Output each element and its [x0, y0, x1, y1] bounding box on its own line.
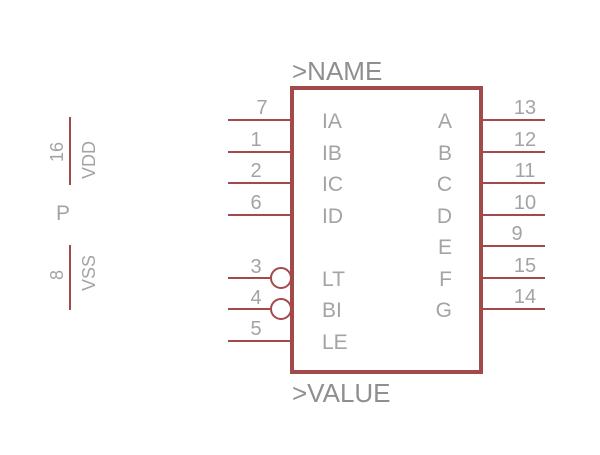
pin-number: 13 [514, 97, 536, 119]
vdd-pin-number: 16 [47, 142, 67, 162]
inversion-bubble [270, 267, 292, 289]
pin-left-7: 5 LE [228, 318, 348, 354]
vdd-pin-name: VDD [79, 141, 99, 179]
pin-left-1: 7 IA [228, 97, 342, 133]
pin-number: 9 [511, 223, 522, 245]
pin-right-1: 13 A [438, 97, 545, 133]
pin-name: IA [322, 110, 342, 133]
pin-number: 14 [514, 286, 536, 308]
pin-name: D [437, 205, 452, 228]
pin-name: BI [322, 299, 342, 322]
pin-right-3: 11 C [437, 160, 545, 196]
pin-name: E [438, 236, 452, 259]
pin-number: 1 [250, 129, 261, 151]
pin-left-4: 6 ID [228, 192, 343, 228]
power-gate-label: P [56, 202, 70, 225]
pin-number: 10 [514, 192, 536, 214]
pin-right-4: 10 D [437, 192, 545, 228]
vss-pin-number: 8 [47, 270, 67, 280]
pin-right-6: 15 F [439, 255, 545, 291]
pin-number: 15 [514, 255, 536, 277]
pin-name: B [438, 142, 452, 165]
pin-number: 12 [514, 129, 536, 151]
power-gate: P 16 VDD 8 VSS [47, 117, 99, 310]
pin-number: 6 [250, 192, 261, 214]
pin-name: C [437, 173, 452, 196]
pin-name: IB [322, 142, 342, 165]
pin-number: 4 [250, 287, 261, 309]
vss-pin-name: VSS [79, 255, 99, 291]
pin-right-7: 14 G [436, 286, 545, 322]
pin-name: F [439, 268, 452, 291]
inversion-bubble [270, 298, 292, 320]
pin-left-2: 1 IB [228, 129, 342, 165]
pin-name: A [438, 110, 452, 133]
pin-number: 7 [256, 97, 267, 119]
pin-left-3: 2 IC [228, 160, 343, 196]
pin-number: 5 [250, 318, 261, 340]
component-body [290, 86, 483, 374]
pin-name: G [436, 299, 452, 322]
pin-name: LT [322, 268, 345, 291]
name-attribute: >NAME [292, 56, 382, 86]
pin-name: IC [322, 173, 343, 196]
pin-name: ID [322, 205, 343, 228]
pin-number: 2 [250, 160, 261, 182]
pin-right-5: 9 E [438, 223, 545, 259]
pin-number: 3 [250, 256, 261, 278]
pin-right-2: 12 B [438, 129, 545, 165]
pin-name: LE [322, 331, 348, 354]
pin-number: 11 [515, 160, 536, 182]
pin-left-6: 4 BI [228, 287, 342, 322]
pin-left-5: 3 LT [228, 256, 345, 291]
value-attribute: >VALUE [292, 378, 391, 408]
